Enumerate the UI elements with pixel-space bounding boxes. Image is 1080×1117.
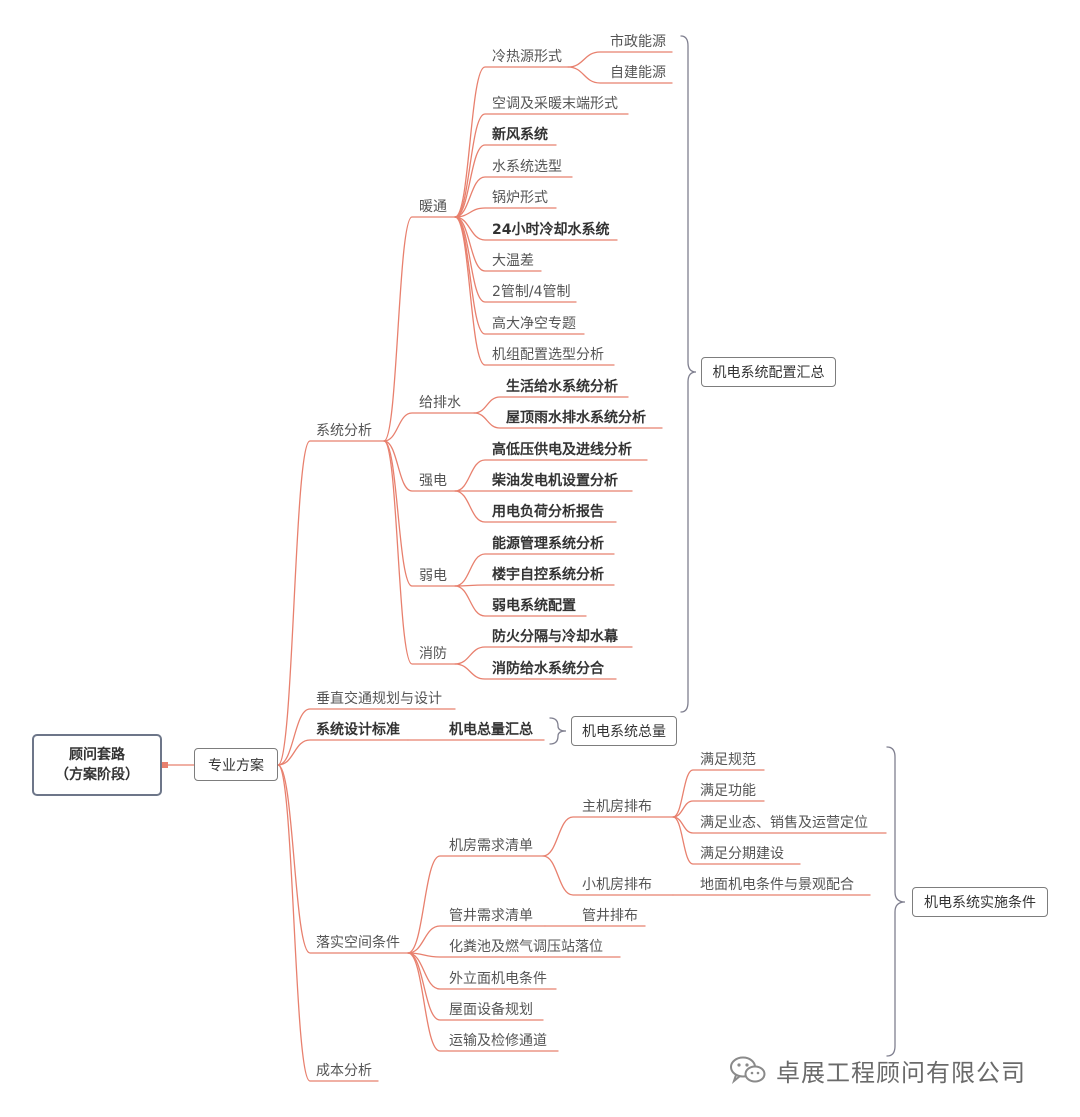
group-fire[interactable]: 消防 xyxy=(419,646,447,662)
space-shaft-list[interactable]: 管井需求清单 xyxy=(449,908,533,924)
power-item[interactable]: 高低压供电及进线分析 xyxy=(492,442,632,458)
summary-implement-box[interactable]: 机电系统实施条件 xyxy=(912,887,1048,917)
main-room-item[interactable]: 满足业态、销售及运营定位 xyxy=(700,815,868,831)
small-room-item[interactable]: 地面机电条件与景观配合 xyxy=(700,877,854,893)
branch-space-conditions[interactable]: 落实空间条件 xyxy=(316,935,400,951)
hvac-municipal-energy[interactable]: 市政能源 xyxy=(610,34,666,50)
weak-item[interactable]: 能源管理系统分析 xyxy=(492,536,604,552)
branch-design-standard[interactable]: 系统设计标准 xyxy=(316,722,400,738)
group-weak-current[interactable]: 弱电 xyxy=(419,568,447,584)
group-hvac[interactable]: 暖通 xyxy=(419,199,447,215)
group-plumbing[interactable]: 给排水 xyxy=(419,395,461,411)
fire-item[interactable]: 消防给水系统分合 xyxy=(492,661,604,677)
space-item[interactable]: 外立面机电条件 xyxy=(449,971,547,987)
space-room-list[interactable]: 机房需求清单 xyxy=(449,838,533,854)
weak-item[interactable]: 楼宇自控系统分析 xyxy=(492,567,604,583)
branch-system-analysis[interactable]: 系统分析 xyxy=(316,423,372,439)
root-subtitle: （方案阶段） xyxy=(55,767,139,783)
main-node[interactable]: 专业方案 xyxy=(194,748,278,781)
power-item[interactable]: 用电负荷分析报告 xyxy=(492,504,604,520)
branch-vertical-transport[interactable]: 垂直交通规划与设计 xyxy=(316,691,442,707)
main-room-item[interactable]: 满足分期建设 xyxy=(700,846,784,862)
hvac-item[interactable]: 24小时冷却水系统 xyxy=(492,222,610,238)
main-room-item[interactable]: 满足功能 xyxy=(700,783,756,799)
hvac-self-built-energy[interactable]: 自建能源 xyxy=(610,65,666,81)
weak-item[interactable]: 弱电系统配置 xyxy=(492,598,576,614)
space-shaft-layout[interactable]: 管井排布 xyxy=(582,908,638,924)
summary-config-box[interactable]: 机电系统配置汇总 xyxy=(701,357,836,387)
power-item[interactable]: 柴油发电机设置分析 xyxy=(492,473,618,489)
hvac-item[interactable]: 机组配置选型分析 xyxy=(492,347,604,363)
space-small-room[interactable]: 小机房排布 xyxy=(582,877,652,893)
hvac-cold-heat-source[interactable]: 冷热源形式 xyxy=(492,49,562,65)
main-room-item[interactable]: 满足规范 xyxy=(700,752,756,768)
plumbing-item[interactable]: 屋顶雨水排水系统分析 xyxy=(506,410,646,426)
plumbing-item[interactable]: 生活给水系统分析 xyxy=(506,379,618,395)
branch-cost-analysis[interactable]: 成本分析 xyxy=(316,1063,372,1079)
space-item[interactable]: 化粪池及燃气调压站落位 xyxy=(449,939,603,955)
wechat-icon xyxy=(730,1056,766,1085)
fire-item[interactable]: 防火分隔与冷却水幕 xyxy=(492,629,618,645)
hvac-item[interactable]: 2管制/4管制 xyxy=(492,284,571,300)
hvac-item[interactable]: 锅炉形式 xyxy=(492,190,548,206)
space-item[interactable]: 屋面设备规划 xyxy=(449,1002,533,1018)
hvac-item[interactable]: 新风系统 xyxy=(492,127,548,143)
hvac-item[interactable]: 空调及采暖末端形式 xyxy=(492,96,618,112)
space-item[interactable]: 运输及检修通道 xyxy=(449,1033,547,1049)
hvac-item[interactable]: 大温差 xyxy=(492,253,534,269)
group-power[interactable]: 强电 xyxy=(419,473,447,489)
root-title: 顾问套路 xyxy=(69,747,125,763)
hvac-item[interactable]: 高大净空专题 xyxy=(492,316,576,332)
watermark: 卓展工程顾问有限公司 xyxy=(728,1052,1026,1088)
hvac-item[interactable]: 水系统选型 xyxy=(492,159,562,175)
summary-total-box[interactable]: 机电系统总量 xyxy=(571,716,677,746)
space-main-room[interactable]: 主机房排布 xyxy=(582,799,652,815)
root-node[interactable]: 顾问套路 （方案阶段） xyxy=(32,734,162,796)
watermark-text: 卓展工程顾问有限公司 xyxy=(776,1058,1026,1087)
design-total-item[interactable]: 机电总量汇总 xyxy=(449,722,533,738)
